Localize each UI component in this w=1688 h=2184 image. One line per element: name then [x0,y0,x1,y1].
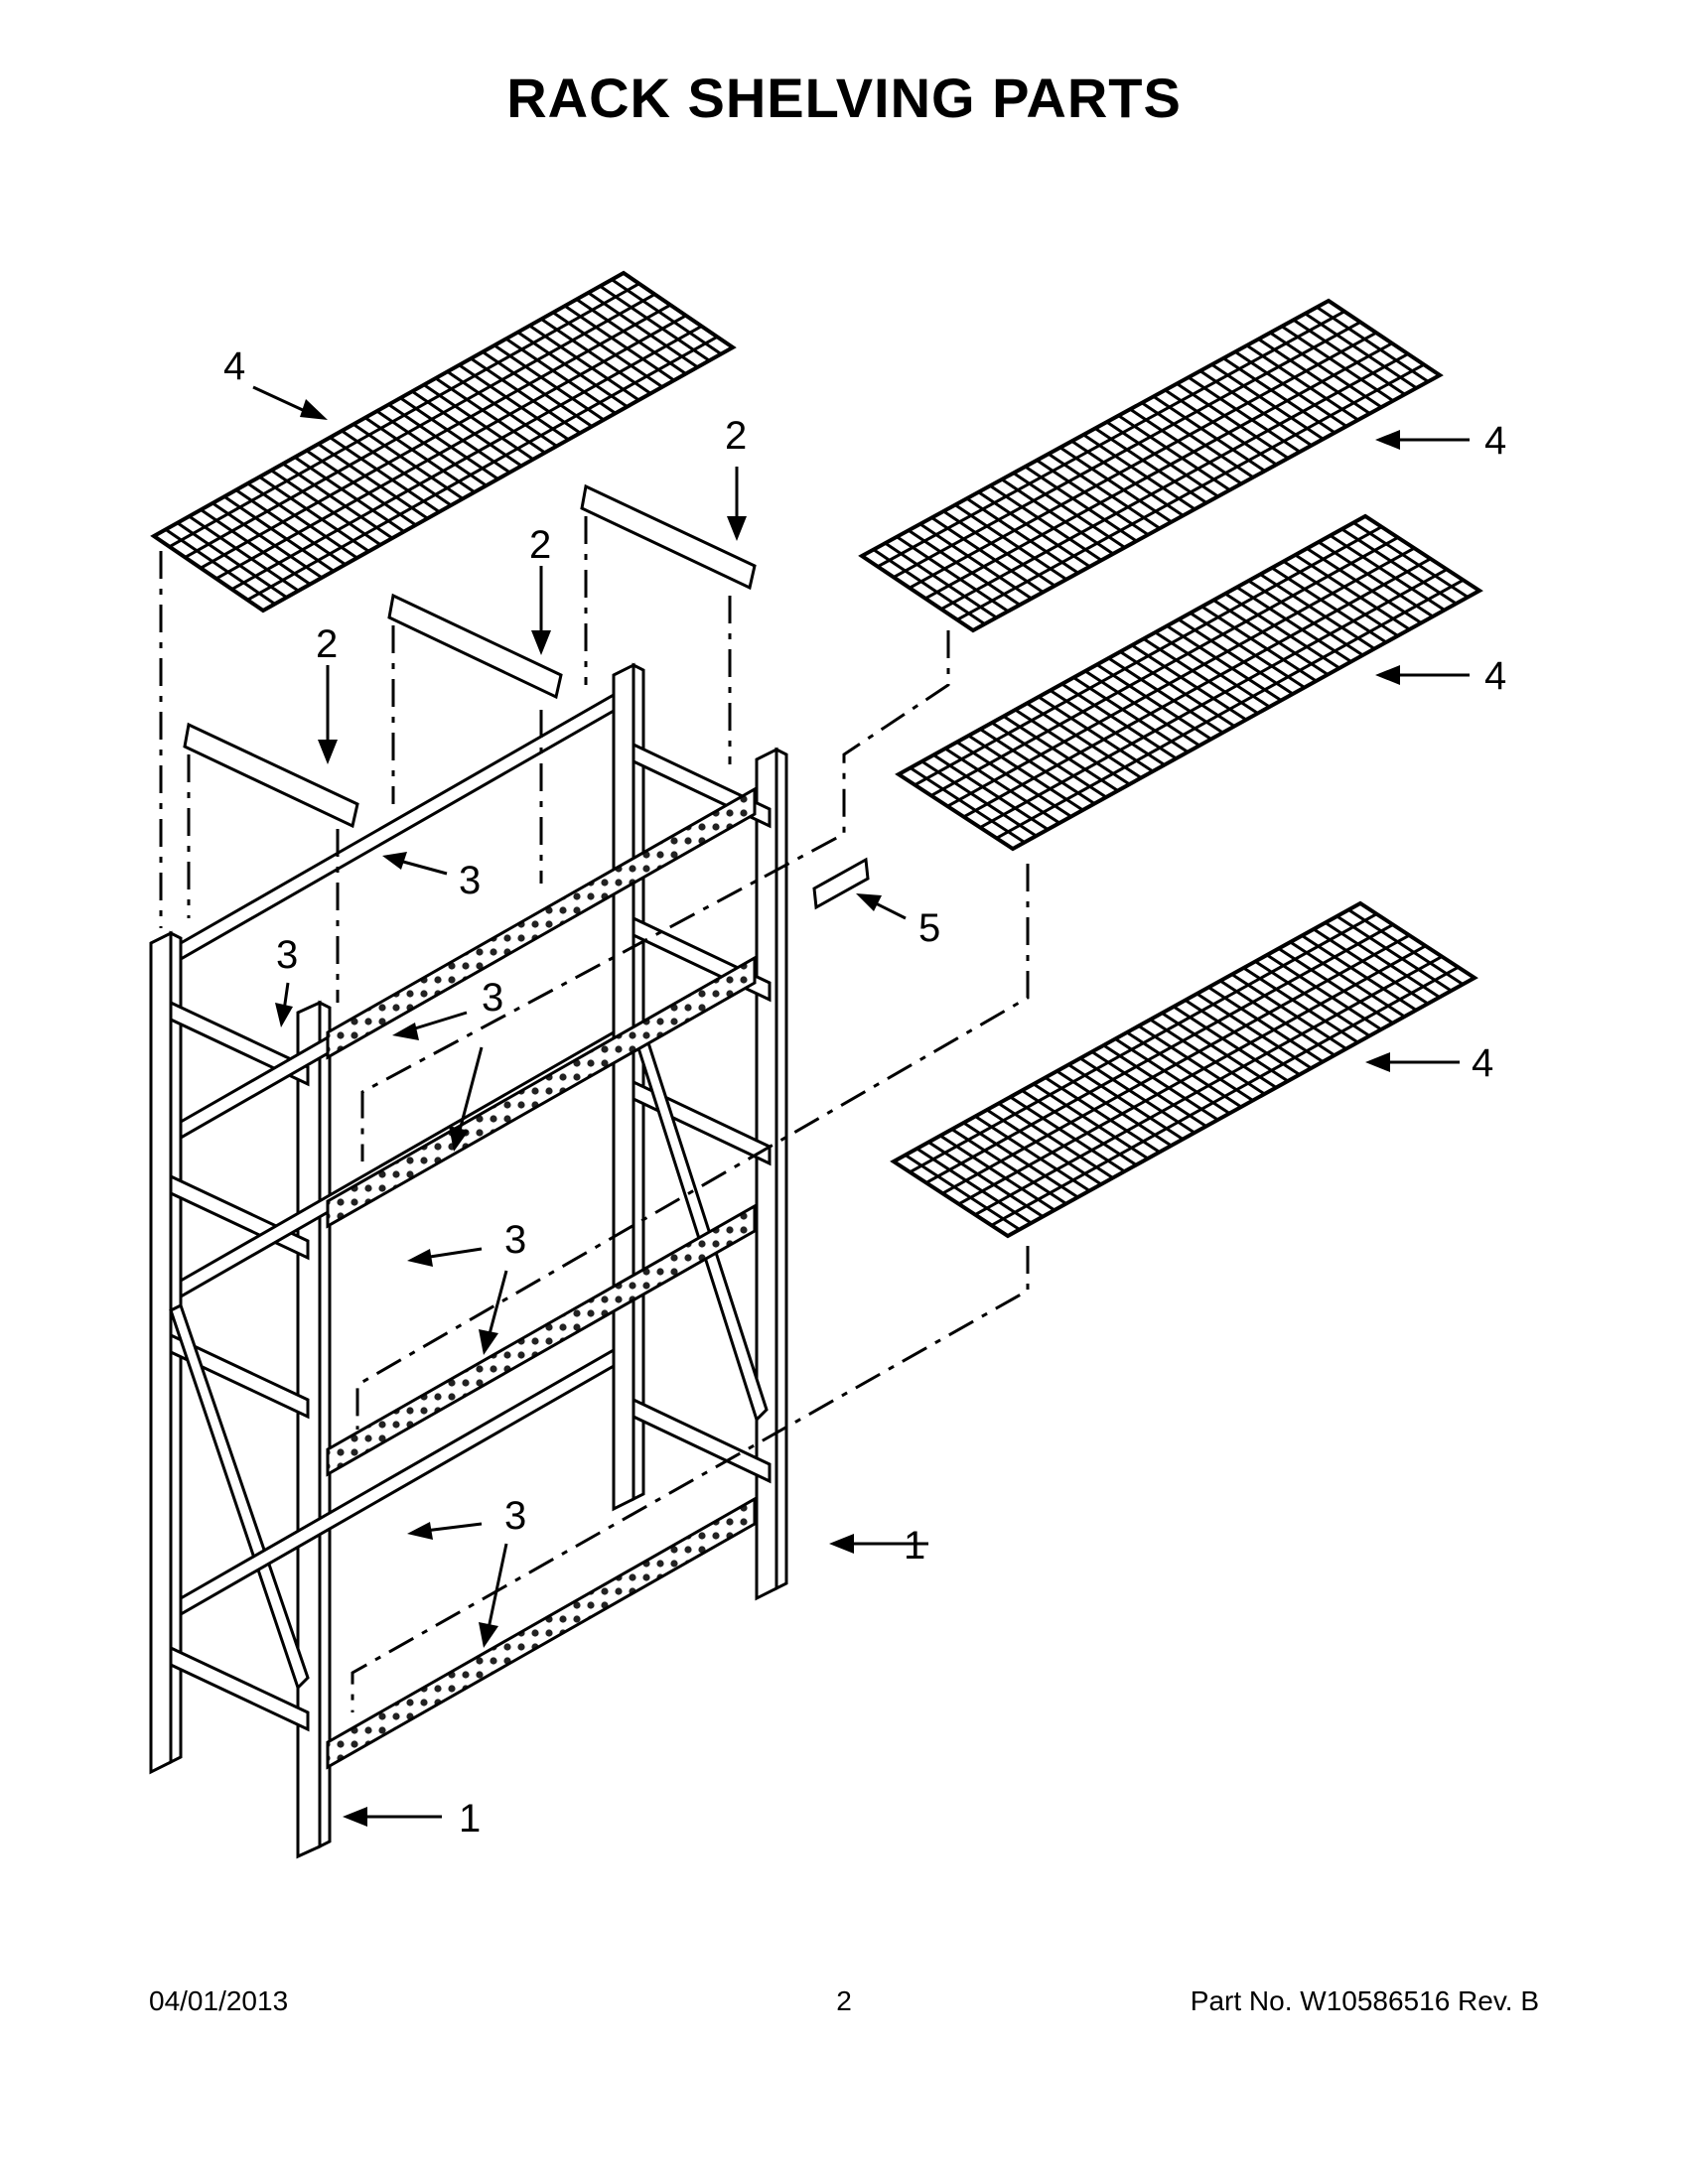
shelf-support-channels [183,483,757,829]
callout-leaders [252,385,1470,1819]
callout-4-right-2: 4 [1484,654,1506,698]
callout-2-left: 2 [316,622,338,666]
callout-4-right-3: 4 [1472,1041,1493,1085]
footer-part-number: Part No. W10586516 Rev. B [1190,1985,1539,2016]
callout-1-left: 1 [459,1797,481,1841]
callout-5: 5 [918,906,940,950]
callout-2-right: 2 [725,414,747,458]
callout-arrowheads [275,399,1400,1827]
callout-3-back-top: 3 [459,859,481,902]
callout-3-lower: 3 [504,1494,526,1538]
callout-2-middle: 2 [529,523,551,567]
footer-page-number: 2 [836,1985,852,2016]
callout-3-left-end: 3 [276,933,298,977]
page-title: RACK SHELVING PARTS [506,67,1182,129]
callout-numbers: 4 4 4 4 2 2 2 3 3 3 3 3 3 5 1 1 [223,344,1506,1841]
wire-shelf-top-left [150,270,737,614]
callout-4-right-1: 4 [1484,419,1506,463]
wire-shelf-right-1 [858,298,1444,633]
wire-shelf-right-2 [895,513,1483,852]
callout-3-front-top: 3 [482,976,503,1020]
footer-date: 04/01/2013 [149,1985,289,2016]
callout-1-right: 1 [904,1524,925,1568]
wire-shelf-right-3 [890,900,1478,1239]
callout-4-top-left: 4 [223,344,245,388]
assembly-guide-lines [159,516,1030,1712]
callout-3-middle: 3 [504,1218,526,1262]
front-perforated-beams [326,786,757,1770]
label-plate [812,857,870,910]
